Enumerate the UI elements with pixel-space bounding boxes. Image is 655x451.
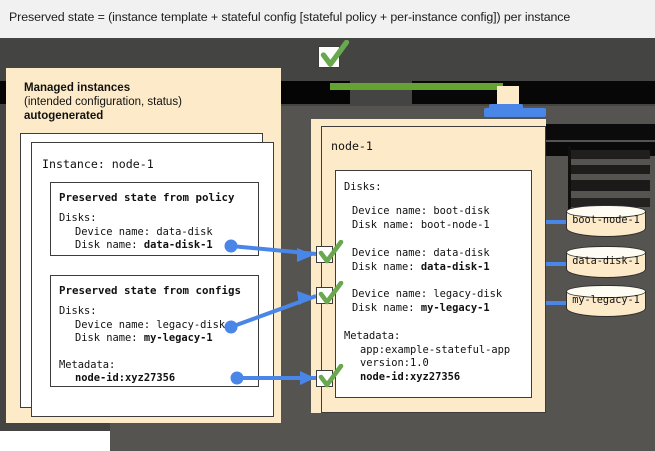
configs-diskname-value: my-legacy-1: [143, 332, 213, 344]
caption-bar: Preserved state = (instance template + s…: [0, 0, 655, 39]
disk-boot-name-value: boot-node-1: [420, 218, 490, 231]
caption-text: Preserved state = (instance template + s…: [9, 10, 571, 24]
node-metadata-block: Metadata: app:example-stateful-app versi…: [344, 330, 510, 384]
disk-boot-name: Disk name: boot-node-1: [352, 219, 490, 233]
policy-line-diskname: Disk name: data-disk-1: [59, 239, 213, 253]
configs-line-metadata: Metadata:: [59, 358, 116, 371]
disk-entry-data: Device name: data-disk Disk name: data-d…: [352, 247, 490, 274]
blue-highlight-small: [489, 104, 523, 111]
check-icon-node-id: [318, 364, 344, 388]
disk-cylinder-data-disk-1: data-disk-1: [566, 246, 646, 280]
configs-line-nodeid: node-id:xyz27356: [75, 372, 176, 384]
node-disks-box: [335, 170, 532, 398]
obscured-list-bar-2: [570, 165, 650, 174]
node-metadata-nodeid: node-id:xyz27356: [360, 370, 461, 383]
disk-data-name-value: data-disk-1: [420, 260, 490, 273]
configs-line-diskname: Disk name: my-legacy-1: [59, 332, 225, 346]
disk-legacy-name-prefix: Disk name:: [352, 301, 421, 314]
beige-chip: [497, 86, 519, 106]
configs-line-disks: Disks:: [59, 305, 97, 317]
preserved-state-configs-box: [50, 275, 259, 387]
disk-cylinder-boot-node-1: boot-node-1: [566, 205, 646, 239]
node-metadata-app: app:example-stateful-app: [360, 343, 511, 356]
policy-box-heading: Preserved state from policy: [59, 191, 235, 204]
disk-data-name-prefix: Disk name:: [352, 260, 421, 273]
disk-cylinder-my-legacy-1: my-legacy-1: [566, 285, 646, 319]
instance-card-title: Instance: node-1: [42, 157, 154, 171]
managed-instances-title-text: Managed instances: [24, 82, 131, 94]
managed-instances-note: autogenerated: [24, 110, 104, 122]
disk-cylinder-top: [566, 205, 646, 218]
policy-box-lines: Disks: Device name: data-disk Disk name:…: [59, 212, 213, 253]
check-icon-toolbar: [320, 40, 350, 67]
policy-line-device: Device name: data-disk: [75, 225, 213, 238]
node-metadata-label: Metadata:: [344, 330, 401, 342]
policy-diskname-prefix: Disk name:: [75, 239, 144, 251]
check-icon-data-disk: [318, 240, 344, 264]
green-progress-bar: [330, 83, 503, 90]
disk-boot-name-prefix: Disk name:: [352, 218, 421, 231]
disk-cylinder-label: boot-node-1: [572, 215, 640, 226]
disk-cylinder-top: [566, 246, 646, 259]
managed-instances-title: Managed instances (intended configuratio…: [24, 82, 182, 122]
configs-line-device: Device name: legacy-disk: [75, 318, 226, 331]
preserved-state-policy-box: [50, 182, 259, 256]
disk-cylinder-label: data-disk-1: [572, 256, 640, 267]
disk-cylinder-top: [566, 285, 646, 298]
disk-legacy-device: Device name: legacy-disk: [352, 288, 503, 300]
configs-diskname-prefix: Disk name:: [75, 332, 144, 344]
blue-highlight: [484, 108, 546, 117]
policy-line-disks: Disks:: [59, 212, 97, 224]
disk-data-name: Disk name: data-disk-1: [352, 261, 490, 275]
configs-line-spacer: [59, 346, 225, 359]
configs-box-lines: Disks: Device name: legacy-disk Disk nam…: [59, 305, 225, 386]
obscured-list-bar-3: [570, 180, 650, 191]
disk-legacy-name: Disk name: my-legacy-1: [352, 302, 502, 316]
node-title: node-1: [331, 139, 373, 153]
node-metadata-version: version:1.0: [360, 357, 429, 369]
disk-boot-device: Device name: boot-disk: [352, 205, 490, 217]
check-icon-legacy-disk: [318, 281, 344, 305]
disk-entry-legacy: Device name: legacy-disk Disk name: my-l…: [352, 288, 502, 315]
disk-entry-boot: Device name: boot-disk Disk name: boot-n…: [352, 205, 490, 232]
obscured-list-bar-4: [570, 198, 650, 207]
disk-cylinder-label: my-legacy-1: [572, 295, 640, 306]
managed-instances-subtitle: (intended configuration, status): [24, 96, 182, 108]
node-disks-label: Disks:: [344, 181, 382, 193]
obscured-list-bar-1: [570, 150, 650, 159]
configs-box-heading: Preserved state from configs: [59, 284, 242, 297]
policy-diskname-value: data-disk-1: [143, 239, 213, 251]
disk-legacy-name-value: my-legacy-1: [420, 301, 490, 314]
obscured-list-rail: [568, 146, 571, 212]
disk-data-device: Device name: data-disk: [352, 247, 490, 259]
